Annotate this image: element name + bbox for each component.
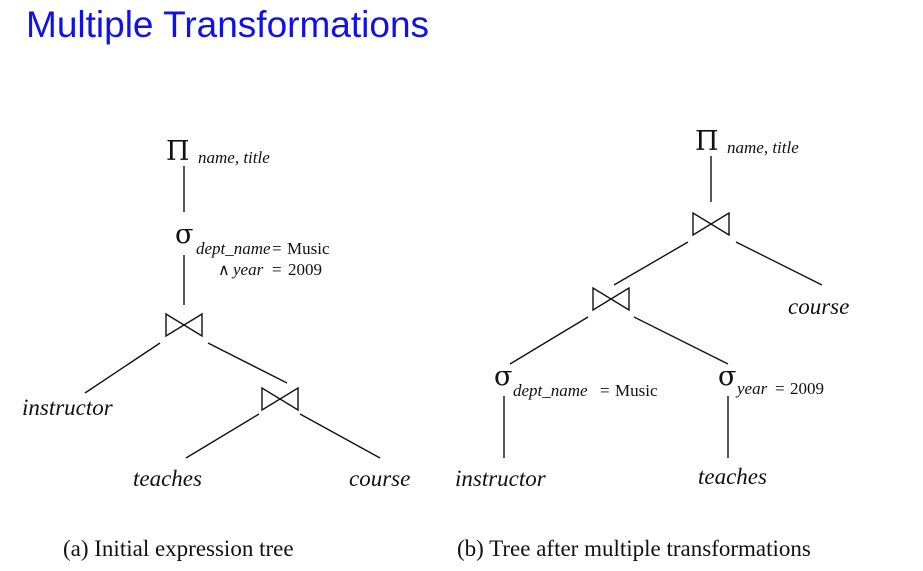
tree-a-edge-join-instructor <box>84 342 161 394</box>
tree-a-leaf-course: course <box>349 466 410 491</box>
tree-b-projection-attrs: name, title <box>727 138 799 157</box>
tree-a-caption: (a) Initial expression tree <box>63 536 294 561</box>
tree-b-edge-join-select-right <box>633 316 729 365</box>
tree-a-join-top-left <box>165 312 186 338</box>
tree-a-join-top-right <box>182 312 203 338</box>
tree-b-edge-join-join <box>613 241 689 286</box>
tree-a-selection-symbol: σ <box>175 219 193 250</box>
tree-a-select-eq2: = <box>272 260 282 279</box>
tree-b-leaf-teaches: teaches <box>698 464 767 489</box>
tree-b-join-top-right <box>709 211 730 237</box>
tree-b-edge-join-select-left <box>509 316 589 365</box>
tree-b-select-right-val: 2009 <box>790 379 824 398</box>
tree-a-select-val2: 2009 <box>288 260 322 279</box>
tree-a-join-bottom-right <box>278 386 299 412</box>
tree-b-select-right-symbol: σ <box>718 361 736 392</box>
tree-b: Π name, title course σ dept_name = Music… <box>455 126 849 561</box>
tree-a-leaf-teaches: teaches <box>133 466 202 491</box>
tree-b-select-right-eq: = <box>775 379 785 398</box>
tree-b-leaf-course: course <box>788 294 849 319</box>
tree-b-select-left-val: Music <box>615 381 658 400</box>
tree-b-select-right-attr: year <box>735 379 768 398</box>
tree-a-select-and: ∧ <box>218 262 230 279</box>
tree-b-edge-join-course <box>735 241 823 286</box>
tree-a-select-attr2: year <box>231 260 264 279</box>
tree-b-join-mid-right <box>609 286 630 312</box>
tree-b-projection-symbol: Π <box>695 126 719 157</box>
tree-a-projection-attrs: name, title <box>198 148 270 167</box>
slide-title: Multiple Transformations <box>26 4 430 45</box>
tree-a-join-bottom-left <box>261 386 282 412</box>
tree-b-join-mid-left <box>592 286 613 312</box>
tree-a-edge-join-join <box>207 342 288 384</box>
tree-a-select-attr1: dept_name <box>196 239 271 258</box>
tree-b-join-top-left <box>692 211 713 237</box>
tree-b-caption: (b) Tree after multiple transformations <box>457 536 811 561</box>
tree-a: Π name, title σ dept_name = Music ∧ year… <box>22 136 410 561</box>
tree-a-select-eq1: = <box>272 239 282 258</box>
tree-b-select-left-symbol: σ <box>494 361 512 392</box>
tree-a-select-val1: Music <box>287 239 330 258</box>
tree-a-edge-join-course <box>299 413 381 459</box>
tree-b-select-left-attr: dept_name <box>513 381 588 400</box>
tree-a-leaf-instructor: instructor <box>22 395 114 420</box>
tree-b-leaf-instructor: instructor <box>455 466 547 491</box>
tree-a-edge-join-teaches <box>185 413 260 459</box>
tree-a-projection-symbol: Π <box>166 136 190 167</box>
tree-b-select-left-eq: = <box>600 381 610 400</box>
